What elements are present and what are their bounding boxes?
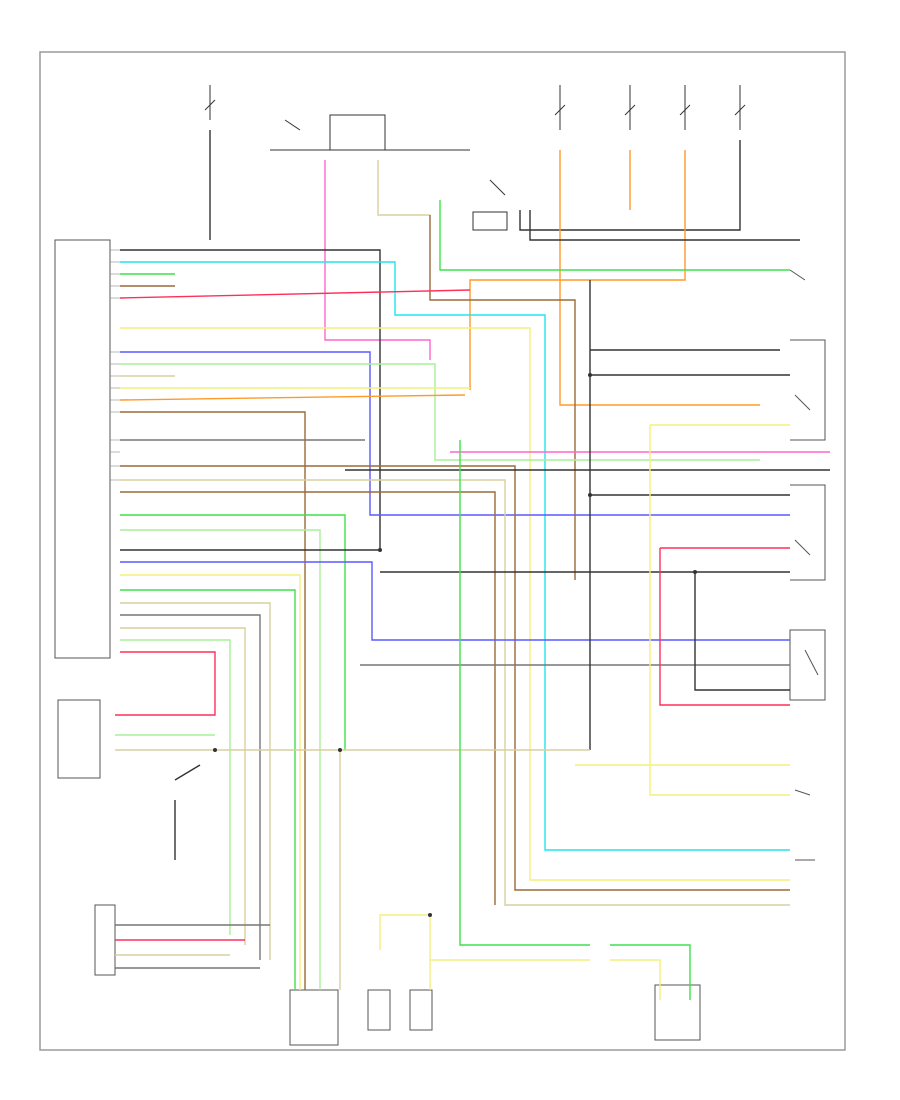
wire-b5 bbox=[379, 914, 431, 990]
wire-r5 bbox=[659, 548, 790, 706]
wire-m14 bbox=[120, 465, 790, 891]
wire-b3 bbox=[459, 440, 590, 946]
wire-m26 bbox=[120, 639, 231, 935]
bottom-connector-3 bbox=[409, 989, 433, 1031]
wire-m1 bbox=[120, 249, 381, 550]
wire-r8 bbox=[649, 425, 790, 796]
lower-left-connector bbox=[94, 904, 116, 976]
wire-m8 bbox=[120, 363, 760, 461]
amp-block bbox=[57, 699, 101, 779]
wire-b7 bbox=[610, 959, 661, 1000]
wire-top-10 bbox=[529, 210, 800, 241]
bottom-right-relay bbox=[654, 984, 701, 1041]
wire-m6 bbox=[120, 327, 790, 881]
module-pin-rows bbox=[110, 249, 120, 481]
wire-m21 bbox=[120, 574, 301, 990]
wire-m2 bbox=[120, 261, 790, 851]
wire-b4 bbox=[610, 944, 691, 1000]
wire-b13 bbox=[174, 764, 201, 781]
wire-m27 bbox=[115, 651, 216, 716]
wire-top-7 bbox=[559, 150, 760, 406]
wire-m22 bbox=[120, 589, 296, 990]
wire-m5 bbox=[119, 289, 471, 299]
wire-top-6 bbox=[469, 150, 686, 390]
diagram-border bbox=[39, 51, 846, 1051]
wire-m18 bbox=[120, 529, 321, 990]
bottom-connector-2 bbox=[367, 989, 391, 1031]
fuse-block-top bbox=[204, 85, 746, 231]
left-module-box bbox=[54, 239, 111, 659]
wire-m23 bbox=[120, 602, 271, 960]
wire-m15 bbox=[120, 479, 790, 906]
wire-m7 bbox=[120, 351, 790, 516]
wire-m12 bbox=[120, 411, 306, 990]
right-switches bbox=[789, 269, 826, 861]
wire-m25 bbox=[120, 627, 246, 945]
wire-m11 bbox=[119, 394, 466, 401]
wire-top-5 bbox=[519, 140, 741, 231]
splices bbox=[213, 373, 697, 917]
wire-m20 bbox=[120, 561, 790, 641]
wire-top-9 bbox=[429, 215, 576, 580]
wire-m17 bbox=[120, 514, 346, 750]
wire-top-3 bbox=[377, 160, 430, 216]
wires bbox=[115, 130, 830, 1000]
wire-r6 bbox=[694, 572, 790, 691]
bottom-center-connector bbox=[289, 989, 339, 1046]
wire-m24 bbox=[120, 614, 261, 960]
wire-m16 bbox=[120, 491, 496, 905]
wire-top-8 bbox=[439, 200, 790, 271]
